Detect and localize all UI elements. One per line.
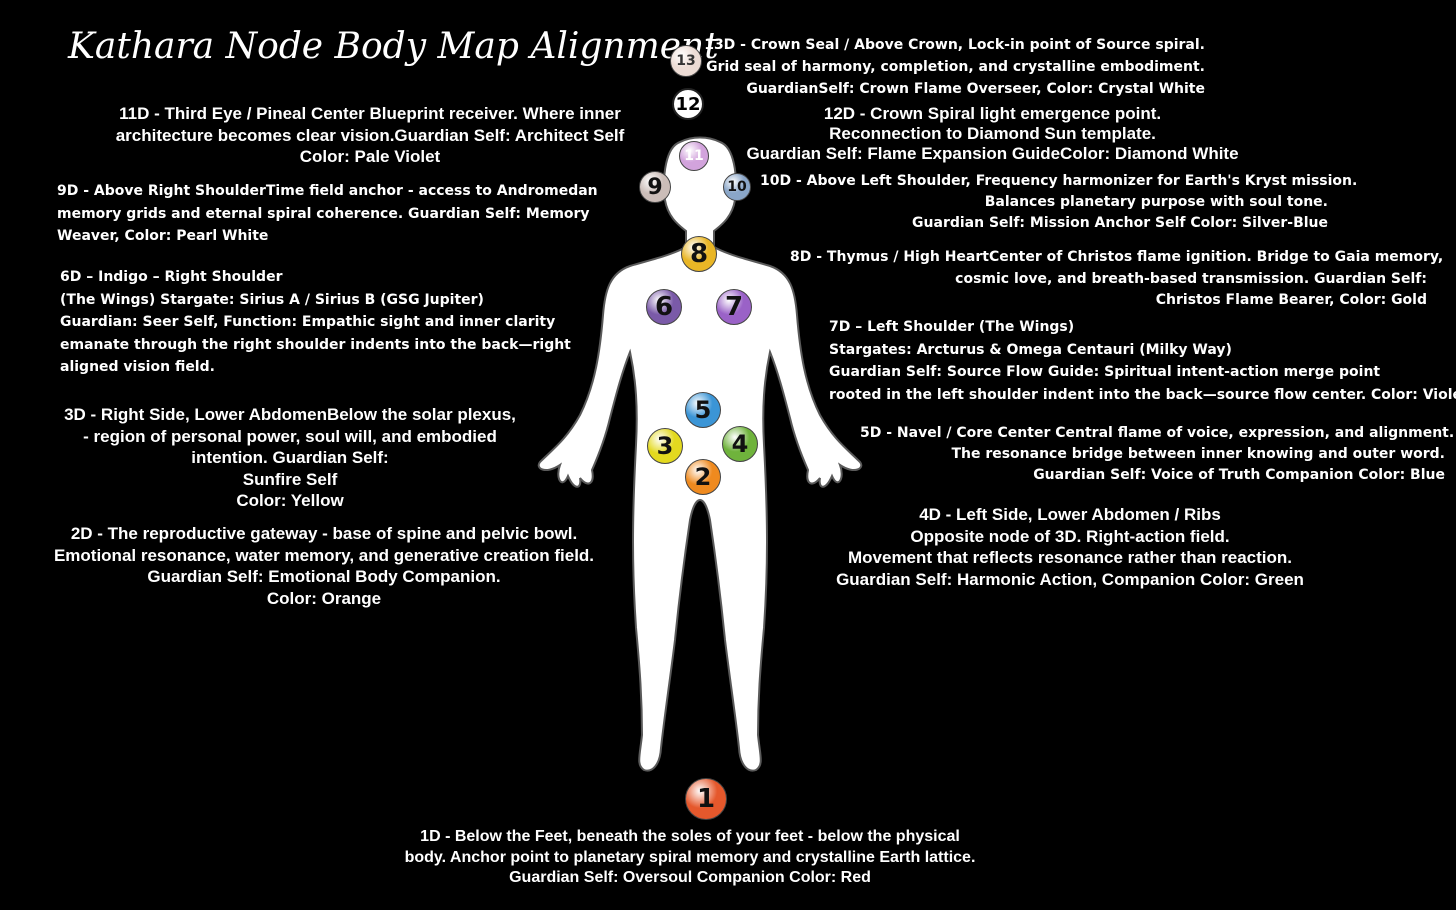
description-3d: 3D - Right Side, Lower AbdomenBelow the … — [20, 404, 560, 512]
desc-line: 7D – Left Shoulder (The Wings) — [829, 319, 1075, 335]
description-12d: 12D - Crown Spiral light emergence point… — [740, 104, 1245, 164]
desc-line: Weaver, Color: Pearl White — [57, 228, 269, 244]
desc-line: Balances planetary purpose with soul ton… — [984, 194, 1328, 210]
page-title: Kathara Node Body Map Alignment — [68, 26, 719, 67]
node-8: 8 — [681, 236, 717, 272]
node-2: 2 — [685, 459, 721, 495]
description-9d: 9D - Above Right ShoulderTime field anch… — [57, 180, 617, 248]
node-12: 12 — [672, 88, 704, 120]
desc-line: The resonance bridge between inner knowi… — [951, 446, 1445, 462]
desc-line: Guardian Self: Source Flow Guide: Spirit… — [829, 364, 1381, 380]
node-5: 5 — [685, 392, 721, 428]
node-11: 11 — [679, 141, 709, 171]
desc-line: Guardian Self: Flame Expansion GuideColo… — [746, 144, 1239, 163]
node-9: 9 — [639, 171, 671, 203]
desc-line: Guardian Self: Voice of Truth Companion … — [1033, 467, 1445, 483]
desc-line: Grid seal of harmony, completion, and cr… — [706, 59, 1205, 75]
desc-line: 4D - Left Side, Lower Abdomen / Ribs — [919, 505, 1221, 524]
desc-line: Guardian Self: Harmonic Action, Companio… — [836, 569, 1304, 589]
description-5d: 5D - Navel / Core Center Central flame o… — [860, 423, 1455, 486]
desc-line: Movement that reflects resonance rather … — [847, 548, 1293, 567]
desc-line: Reconnection to Diamond Sun template. — [829, 124, 1156, 143]
desc-line: Guardian Self: Emotional Body Companion. — [147, 567, 501, 586]
description-10d: 10D - Above Left Shoulder, Frequency har… — [760, 171, 1358, 234]
desc-line: Sunfire Self — [242, 469, 338, 489]
desc-line: 13D - Crown Seal / Above Crown, Lock-in … — [704, 37, 1205, 53]
node-10: 10 — [723, 173, 751, 201]
description-11d: 11D - Third Eye / Pineal Center Blueprin… — [70, 103, 670, 168]
desc-line: cosmic love, and breath-based transmissi… — [955, 270, 1427, 287]
desc-line: rooted in the left shoulder indent into … — [829, 386, 1456, 403]
node-3: 3 — [647, 428, 683, 464]
desc-line: 3D - Right Side, Lower AbdomenBelow the … — [64, 405, 516, 424]
node-1: 1 — [685, 778, 727, 820]
description-6d: 6D – Indigo – Right Shoulder (The Wings)… — [60, 266, 580, 379]
desc-line: Christos Flame Bearer, Color: Gold — [1155, 292, 1427, 308]
node-6: 6 — [646, 289, 682, 325]
desc-line: 12D - Crown Spiral light emergence point… — [823, 104, 1162, 123]
desc-line: Color: Orange — [266, 588, 382, 608]
desc-line: 6D – Indigo – Right Shoulder — [60, 269, 283, 285]
desc-line: memory grids and eternal spiral coherenc… — [57, 205, 590, 222]
node-4: 4 — [722, 426, 758, 462]
desc-line: GuardianSelf: Crown Flame Overseer, Colo… — [746, 81, 1205, 97]
description-13d: 13D - Crown Seal / Above Crown, Lock-in … — [700, 34, 1205, 100]
desc-line: Guardian Self: Oversoul Companion Color:… — [509, 869, 871, 886]
desc-line: 9D - Above Right ShoulderTime field anch… — [57, 183, 598, 199]
desc-line: Guardian Self: Mission Anchor Self Color… — [912, 215, 1328, 231]
desc-line: 11D - Third Eye / Pineal Center Blueprin… — [119, 104, 621, 123]
desc-line: (The Wings) Stargate: Sirius A / Sirius … — [60, 291, 484, 308]
desc-line: architecture becomes clear vision.Guardi… — [115, 125, 625, 145]
description-1d: 1D - Below the Feet, beneath the soles o… — [370, 827, 1010, 889]
desc-line: body. Anchor point to planetary spiral m… — [404, 848, 976, 866]
description-4d: 4D - Left Side, Lower Abdomen / Ribs Opp… — [800, 504, 1340, 590]
desc-line: - region of personal power, soul will, a… — [83, 426, 497, 446]
node-7: 7 — [716, 289, 752, 325]
description-2d: 2D - The reproductive gateway - base of … — [14, 523, 634, 609]
desc-line: aligned vision field. — [60, 359, 215, 375]
desc-line: 2D - The reproductive gateway - base of … — [70, 524, 578, 543]
desc-line: 1D - Below the Feet, beneath the soles o… — [420, 828, 960, 845]
node-13: 13 — [670, 45, 702, 77]
desc-line: Opposite node of 3D. Right-action field. — [910, 526, 1230, 546]
desc-line: Stargates: Arcturus & Omega Centauri (Mi… — [829, 341, 1232, 358]
description-8d: 8D - Thymus / High HeartCenter of Christ… — [790, 247, 1444, 312]
desc-line: Emotional resonance, water memory, and g… — [53, 545, 595, 565]
desc-line: 8D - Thymus / High HeartCenter of Christ… — [790, 249, 1444, 265]
desc-line: 10D - Above Left Shoulder, Frequency har… — [760, 173, 1358, 189]
desc-line: Color: Yellow — [236, 491, 344, 510]
desc-line: Guardian: Seer Self, Function: Empathic … — [60, 314, 556, 330]
desc-line: Color: Pale Violet — [299, 147, 441, 166]
desc-line: emanate through the right shoulder inden… — [60, 336, 571, 353]
desc-line: intention. Guardian Self: — [191, 448, 389, 467]
desc-line: 5D - Navel / Core Center Central flame o… — [860, 425, 1455, 441]
description-7d: 7D – Left Shoulder (The Wings) Stargates… — [829, 316, 1456, 406]
